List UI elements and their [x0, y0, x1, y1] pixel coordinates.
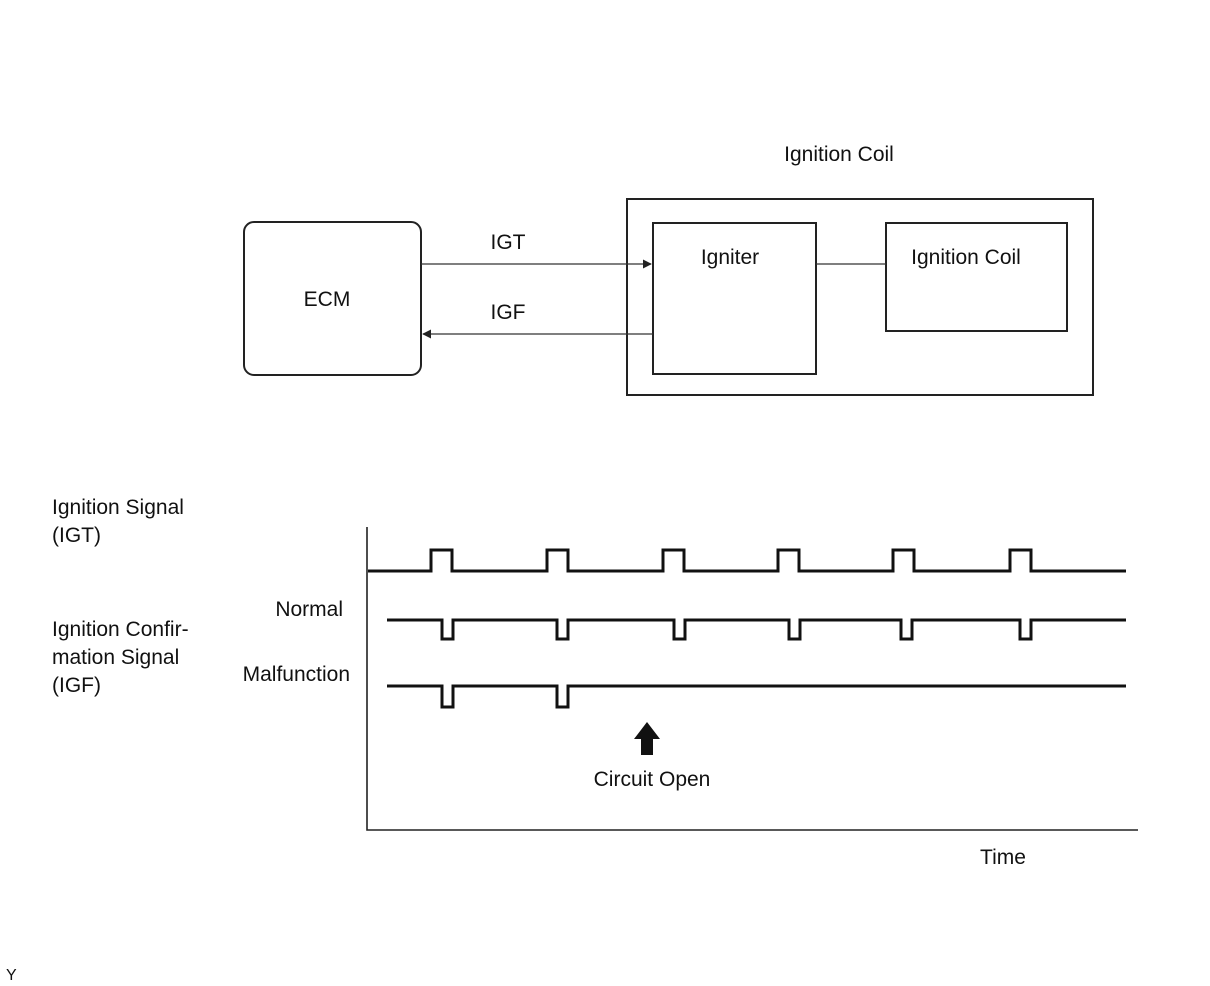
corner-mark: Y	[6, 967, 17, 984]
igf-wire-label: IGF	[491, 301, 526, 324]
igt-signal-label-line1: Ignition Signal	[52, 496, 184, 519]
circuit-open-arrow	[634, 722, 660, 755]
igf-normal-waveform	[387, 618, 1126, 641]
time-axis-label: Time	[980, 846, 1026, 869]
igf-signal-label-line3: (IGF)	[52, 674, 101, 697]
igt-wire-label: IGT	[491, 231, 526, 254]
normal-label: Normal	[275, 598, 343, 621]
ignition-coil-box	[885, 222, 1068, 332]
ecm-label: ECM	[304, 288, 351, 311]
igt-signal-label-line2: (IGT)	[52, 524, 101, 547]
timing-chart-axes	[366, 527, 1138, 831]
igniter-label: Igniter	[701, 246, 759, 269]
igniter-box	[652, 222, 817, 375]
malfunction-label: Malfunction	[243, 663, 350, 686]
ignition-coil-group-title: Ignition Coil	[784, 143, 894, 166]
igf-signal-label-line1: Ignition Confir-	[52, 618, 189, 641]
ignition-coil-label: Ignition Coil	[911, 246, 1021, 269]
igf-malfunction-waveform	[387, 684, 1126, 709]
igf-signal-label-line2: mation Signal	[52, 646, 179, 669]
ecm-box	[243, 221, 422, 376]
circuit-open-label: Circuit Open	[594, 768, 711, 791]
igt-waveform	[368, 548, 1126, 573]
